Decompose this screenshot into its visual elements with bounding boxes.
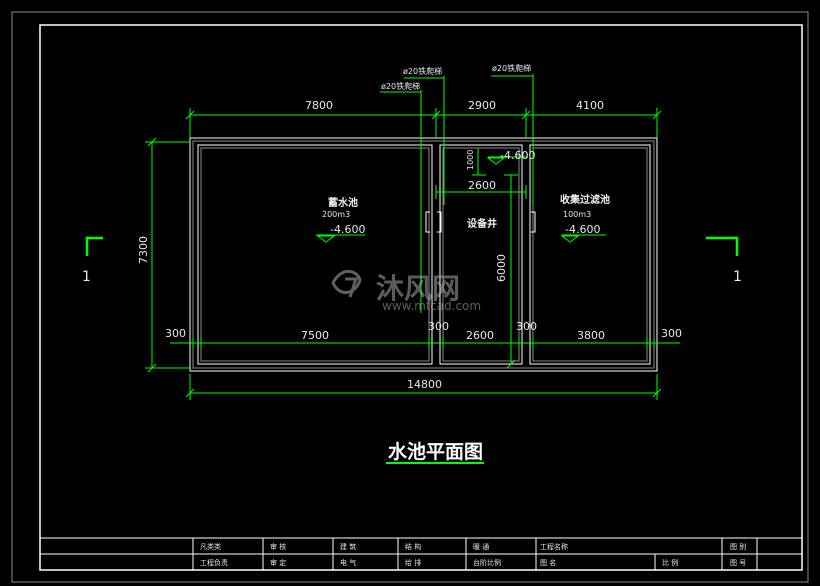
dim-inner-1: 300 xyxy=(165,327,186,340)
title-block xyxy=(39,537,803,571)
pipe-label-2: ø20铁爬梯 xyxy=(403,66,442,76)
dimension-lines xyxy=(145,74,680,400)
watermark-text: 沐风网 xyxy=(376,272,460,305)
tb-cell-2-3: 电 气 xyxy=(340,558,356,567)
pipe-label-1: ø20铁爬梯 xyxy=(381,81,420,91)
dim-well-notch: 1000 xyxy=(466,150,475,170)
dim-overall: 14800 xyxy=(407,378,442,391)
dim-well-width: 2600 xyxy=(468,179,496,192)
tb-cell-2-2: 审 定 xyxy=(270,558,286,567)
room-name-storage: 蓄水池 xyxy=(328,196,358,209)
dim-well-height: 6000 xyxy=(495,254,508,282)
tb-cell-1-3: 建 筑 xyxy=(340,542,356,551)
dim-inner-5: 300 xyxy=(516,320,537,333)
dim-inner-7: 300 xyxy=(661,327,682,340)
tb-cell-1-4: 结 构 xyxy=(405,542,421,551)
tb-cell-1-2: 审 核 xyxy=(270,542,286,551)
dim-inner-3: 300 xyxy=(428,320,449,333)
sheet-border-outer xyxy=(11,11,809,583)
room-elev-filter: -4.600 xyxy=(565,223,600,236)
tb-cell-2-8: 图 号 xyxy=(730,559,746,567)
dim-inner-4: 2600 xyxy=(466,329,494,342)
tank-walls-gray xyxy=(192,140,655,369)
pipe-label-3: ø20铁爬梯 xyxy=(492,63,531,73)
tb-cell-2-7: 比 例 xyxy=(662,558,678,567)
tank-walls xyxy=(189,137,658,372)
title-block-cells: 凡类类 审 核 建 筑 结 构 暖 通 工程名称 图 别 工程负责 审 定 电 … xyxy=(200,542,746,567)
dim-inner-2: 7500 xyxy=(301,329,329,342)
dim-top-2: 2900 xyxy=(468,99,496,112)
room-name-well: 设备井 xyxy=(467,217,497,230)
tb-cell-1-6: 工程名称 xyxy=(540,542,568,551)
tb-cell-1-5: 暖 通 xyxy=(473,542,489,551)
tb-cell-2-4: 给 排 xyxy=(405,558,421,567)
tb-cell-2-6: 图 名 xyxy=(540,558,556,567)
tb-cell-2-1: 工程负责 xyxy=(200,558,228,567)
section-marks xyxy=(85,236,739,256)
section-mark-right: 1 xyxy=(733,269,742,285)
room-elev-well: -4.600 xyxy=(500,149,535,162)
dim-top-1: 7800 xyxy=(305,99,333,112)
tb-cell-1-7: 图 别 xyxy=(730,542,746,551)
room-name-filter: 收集过滤池 xyxy=(560,193,610,206)
tb-cell-1-1: 凡类类 xyxy=(200,542,221,551)
wall-openings xyxy=(425,211,536,233)
watermark-logo xyxy=(331,269,362,298)
room-capacity-filter: 100m3 xyxy=(563,210,591,219)
drawing-title: 水池平面图 xyxy=(388,440,483,463)
dim-top-3: 4100 xyxy=(576,99,604,112)
room-capacity-storage: 200m3 xyxy=(322,210,350,219)
dim-inner-6: 3800 xyxy=(577,329,605,342)
tb-cell-2-5: 台阶比例 xyxy=(473,558,501,567)
dim-left-height: 7300 xyxy=(137,236,150,264)
watermark-url: www.mfcad.com xyxy=(382,299,481,313)
room-elev-storage: -4.600 xyxy=(330,223,365,236)
section-mark-left: 1 xyxy=(82,269,91,285)
